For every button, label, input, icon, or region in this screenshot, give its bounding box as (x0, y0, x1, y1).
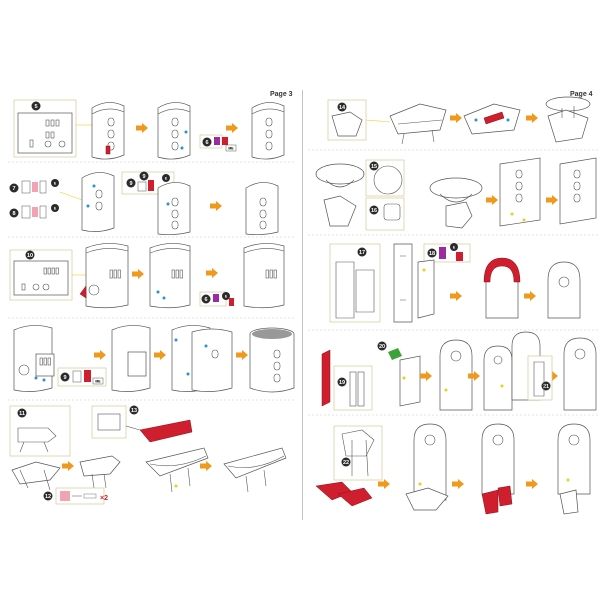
multiplier-x2: ×2 (100, 495, 108, 502)
step-6a-number: 6 (205, 140, 208, 146)
row-separators (8, 149, 598, 416)
svg-text:E: E (453, 246, 456, 250)
page-label-4: Page 4 (570, 91, 593, 98)
step-10-row: 10 6 E (9, 243, 285, 309)
svg-text:E: E (165, 177, 168, 181)
step-5-badge (31, 101, 41, 111)
step-15-number: 15 (371, 164, 377, 170)
step-18-number: 18 (429, 251, 435, 257)
step-20-number: 20 (379, 344, 385, 350)
step-16-number: 16 (371, 208, 377, 214)
step-12-number: 12 (45, 494, 51, 500)
step-19-21-row: 19 20 21 (321, 331, 597, 411)
badge-me-2: ME (95, 380, 101, 384)
step-5-number: 5 (34, 104, 37, 110)
badge-me-1: ME (228, 147, 234, 151)
step-21-number: 21 (543, 384, 549, 390)
step-7-9-row: 7 E 8 E 9 9 E (9, 171, 279, 236)
step-14-row: 14 (327, 96, 591, 145)
step-14-number: 14 (339, 105, 346, 111)
step-19-number: 19 (339, 380, 345, 386)
page-label-3: Page 3 (270, 91, 293, 98)
step-9-number: 9 (142, 174, 145, 180)
svg-text:9: 9 (129, 181, 132, 187)
step-7-number: 7 (12, 186, 15, 192)
step-15-16-row: 15 16 (315, 157, 597, 231)
step-17-18-row: 17 18 E (329, 243, 581, 323)
svg-text:E: E (54, 182, 57, 186)
step-17-number: 17 (359, 250, 365, 256)
step-6b-number: 6 (204, 297, 207, 303)
step-11-number: 11 (19, 411, 25, 417)
step-22-row: 22 (315, 423, 591, 515)
svg-text:9: 9 (63, 375, 66, 381)
step-13-number: 13 (131, 408, 137, 414)
svg-text:E: E (225, 295, 228, 299)
step-11-13-row: 11 12 ×2 13 (9, 405, 287, 505)
step-5-row: 5 6 ME (13, 99, 285, 160)
step-10-number: 10 (27, 253, 33, 259)
step-8-number: 8 (12, 211, 15, 217)
step-cylinder-row: 9 ME (13, 325, 295, 393)
step-22-number: 22 (343, 460, 349, 466)
svg-text:E: E (54, 207, 57, 211)
